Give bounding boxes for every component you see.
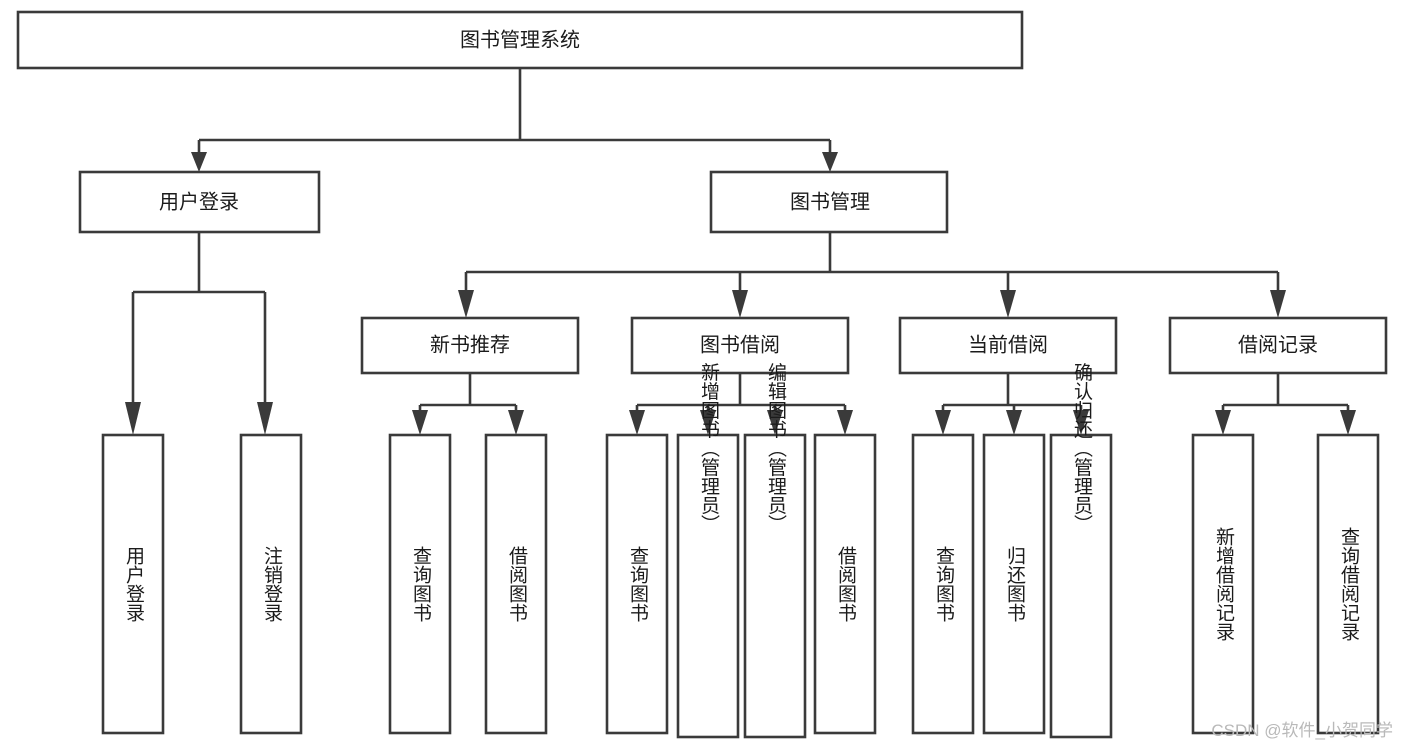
node-leaf-add-record[interactable]: 新增借阅记录 bbox=[1191, 433, 1255, 735]
arrow-head-leaf-add-record bbox=[1215, 410, 1231, 435]
node-leaf-confirm-return[interactable]: 确认归还（管理员） bbox=[1049, 362, 1113, 739]
node-user-login-label: 用户登录 bbox=[159, 190, 239, 213]
arrow-head-leaf-add-book bbox=[700, 410, 716, 435]
node-leaf-edit-book[interactable]: 编辑图书（管理员） bbox=[743, 362, 807, 739]
node-leaf-query-record-label: 查询借阅记录 bbox=[1338, 527, 1360, 641]
node-leaf-user-logout[interactable]: 注销登录 bbox=[239, 433, 303, 735]
node-borrow-record[interactable]: 借阅记录 bbox=[1168, 316, 1388, 375]
node-leaf-borrow-book-1-box[interactable] bbox=[484, 433, 548, 735]
node-new-book-rec-label: 新书推荐 bbox=[430, 333, 510, 356]
node-leaf-query-book-1[interactable]: 查询图书 bbox=[388, 433, 452, 735]
arrow-head-leaf-query-record bbox=[1340, 410, 1356, 435]
node-new-book-rec-box[interactable] bbox=[360, 316, 580, 375]
connector-layer bbox=[125, 68, 1356, 435]
node-leaf-borrow-book-1-label: 借阅图书 bbox=[506, 546, 528, 622]
arrow-head-leaf-query-book-3 bbox=[935, 410, 951, 435]
arrow-head-leaf-confirm-return bbox=[1073, 410, 1089, 435]
node-leaf-add-record-box[interactable] bbox=[1191, 433, 1255, 735]
node-leaf-edit-book-label: 编辑图书（管理员） bbox=[765, 362, 787, 533]
arrow-head-new-book-rec bbox=[458, 290, 474, 318]
node-current-borrow[interactable]: 当前借阅 bbox=[898, 316, 1118, 375]
node-leaf-borrow-book-2-box[interactable] bbox=[813, 433, 877, 735]
node-leaf-user-login[interactable]: 用户登录 bbox=[101, 433, 165, 735]
node-leaf-query-book-1-label: 查询图书 bbox=[410, 546, 432, 622]
node-borrow-record-label: 借阅记录 bbox=[1238, 333, 1318, 356]
node-current-borrow-label: 当前借阅 bbox=[968, 333, 1048, 356]
node-leaf-user-login-label: 用户登录 bbox=[123, 546, 145, 622]
arrow-head-leaf-return-book bbox=[1006, 410, 1022, 435]
node-borrow-record-box[interactable] bbox=[1168, 316, 1388, 375]
node-book-borrow-box[interactable] bbox=[630, 316, 850, 375]
arrow-head-leaf-query-book-1 bbox=[412, 410, 428, 435]
node-leaf-query-record-box[interactable] bbox=[1316, 433, 1380, 735]
arrow-head-leaf-user-login bbox=[125, 402, 141, 435]
arrow-head-leaf-user-logout bbox=[257, 402, 273, 435]
node-leaf-query-book-1-box[interactable] bbox=[388, 433, 452, 735]
node-leaf-query-book-2[interactable]: 查询图书 bbox=[605, 433, 669, 735]
node-leaf-user-logout-box[interactable] bbox=[239, 433, 303, 735]
node-leaf-return-book-label: 归还图书 bbox=[1004, 546, 1026, 622]
node-book-manage[interactable]: 图书管理 bbox=[709, 170, 949, 234]
node-leaf-borrow-book-2-label: 借阅图书 bbox=[835, 546, 857, 622]
watermark-label: CSDN @软件_小贺同学 bbox=[1211, 721, 1393, 740]
node-leaf-return-book[interactable]: 归还图书 bbox=[982, 433, 1046, 735]
node-leaf-confirm-return-label: 确认归还（管理员） bbox=[1071, 362, 1093, 533]
node-leaf-query-book-2-label: 查询图书 bbox=[627, 546, 649, 622]
node-leaf-add-book-label: 新增图书（管理员） bbox=[698, 362, 720, 533]
arrow-head-borrow-record bbox=[1270, 290, 1286, 318]
node-leaf-query-book-3[interactable]: 查询图书 bbox=[911, 433, 975, 735]
node-user-login[interactable]: 用户登录 bbox=[78, 170, 321, 234]
arrow-head-leaf-borrow-book-2 bbox=[837, 410, 853, 435]
node-current-borrow-box[interactable] bbox=[898, 316, 1118, 375]
arrow-head-leaf-edit-book bbox=[767, 410, 783, 435]
node-leaf-user-logout-label: 注销登录 bbox=[261, 546, 283, 622]
node-new-book-rec[interactable]: 新书推荐 bbox=[360, 316, 580, 375]
node-leaf-confirm-return-box[interactable] bbox=[1049, 433, 1113, 739]
node-leaf-borrow-book-2[interactable]: 借阅图书 bbox=[813, 433, 877, 735]
arrow-head-book-borrow bbox=[732, 290, 748, 318]
node-leaf-query-record[interactable]: 查询借阅记录 bbox=[1316, 433, 1380, 735]
arrow-head-book-manage bbox=[822, 152, 838, 172]
arrow-head-leaf-query-book-2 bbox=[629, 410, 645, 435]
node-leaf-add-record-label: 新增借阅记录 bbox=[1213, 527, 1235, 641]
node-leaf-edit-book-box[interactable] bbox=[743, 433, 807, 739]
node-leaf-return-book-box[interactable] bbox=[982, 433, 1046, 735]
node-book-borrow[interactable]: 图书借阅 bbox=[630, 316, 850, 375]
node-root-box[interactable] bbox=[16, 10, 1024, 70]
node-root-label: 图书管理系统 bbox=[460, 28, 580, 51]
arrow-head-current-borrow bbox=[1000, 290, 1016, 318]
node-book-borrow-label: 图书借阅 bbox=[700, 333, 780, 356]
node-leaf-borrow-book-1[interactable]: 借阅图书 bbox=[484, 433, 548, 735]
node-leaf-query-book-3-box[interactable] bbox=[911, 433, 975, 735]
node-leaf-user-login-box[interactable] bbox=[101, 433, 165, 735]
node-leaf-query-book-2-box[interactable] bbox=[605, 433, 669, 735]
node-book-manage-label: 图书管理 bbox=[790, 190, 870, 213]
node-leaf-add-book[interactable]: 新增图书（管理员） bbox=[676, 362, 740, 739]
arrow-head-leaf-borrow-book-1 bbox=[508, 410, 524, 435]
node-user-login-box[interactable] bbox=[78, 170, 321, 234]
node-book-manage-box[interactable] bbox=[709, 170, 949, 234]
arrow-head-user-login bbox=[191, 152, 207, 172]
node-leaf-add-book-box[interactable] bbox=[676, 433, 740, 739]
node-root[interactable]: 图书管理系统 bbox=[16, 10, 1024, 70]
node-leaf-query-book-3-label: 查询图书 bbox=[933, 546, 955, 622]
